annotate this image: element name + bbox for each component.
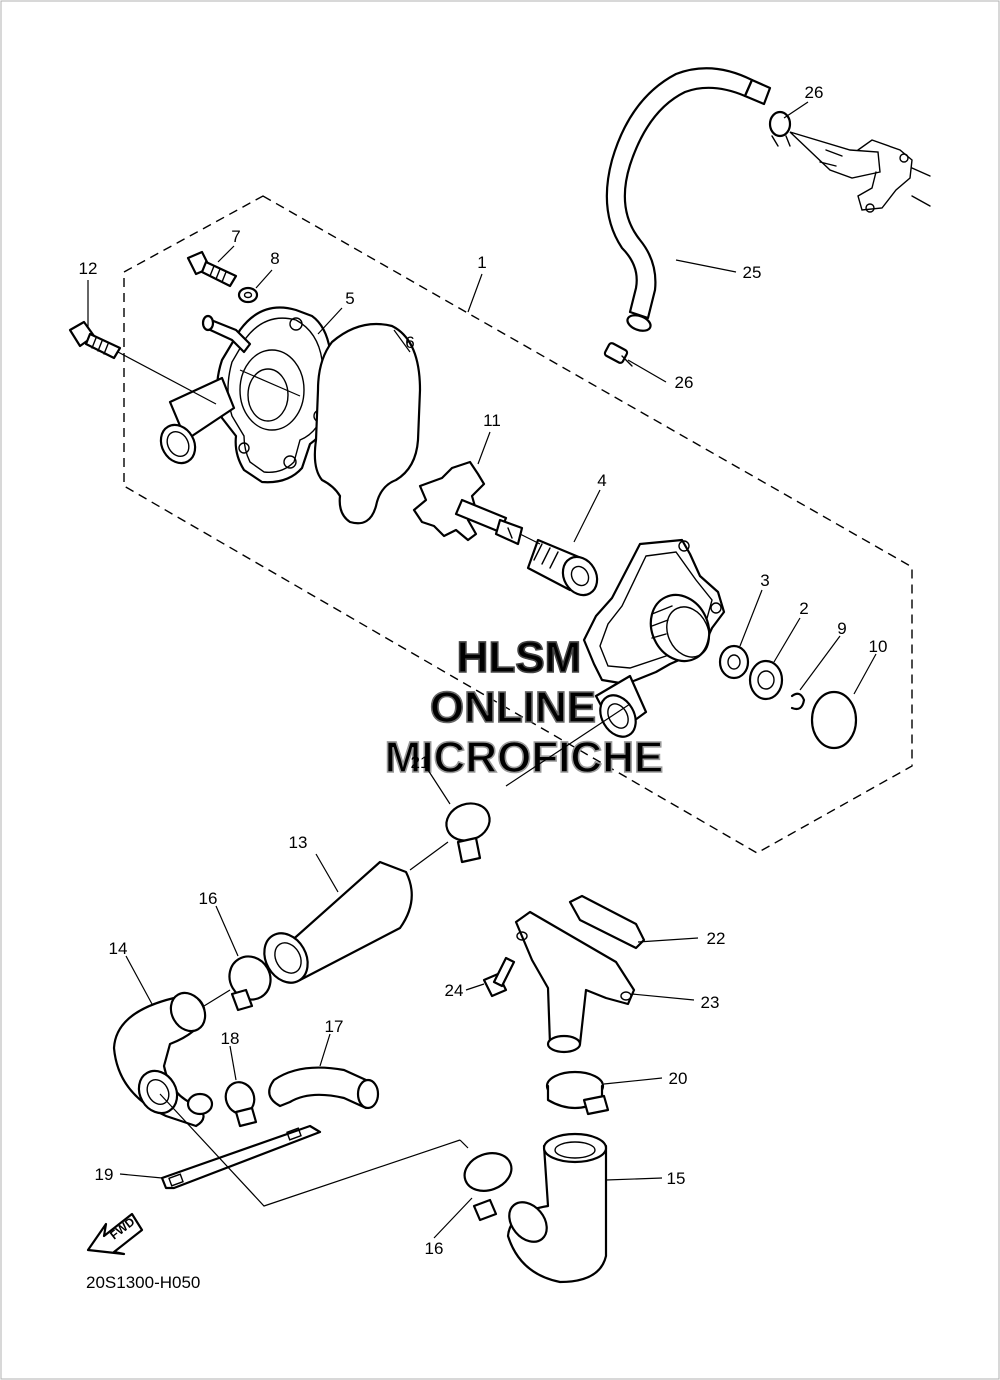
callout-6: 6 [405, 333, 414, 352]
callout-20: 20 [669, 1069, 688, 1088]
washer-8 [237, 286, 259, 304]
fwd-arrow-icon: FWD [86, 1212, 144, 1256]
bolt-7 [186, 250, 238, 288]
clip-18 [224, 1081, 258, 1128]
callout-19: 19 [95, 1165, 114, 1184]
callout-21: 21 [411, 753, 430, 772]
oil-seal-2 [748, 659, 784, 701]
callout-11: 11 [483, 411, 501, 430]
bearing-3 [718, 644, 750, 680]
callout-16-lower: 16 [425, 1239, 444, 1258]
callout-1: 1 [477, 253, 486, 272]
callout-25: 25 [743, 263, 762, 282]
callout-18: 18 [221, 1029, 240, 1048]
hose-13 [263, 860, 413, 984]
callout-15: 15 [667, 1169, 686, 1188]
o-ring-10 [810, 690, 858, 750]
callout-4: 4 [597, 471, 606, 490]
pump-housing [582, 538, 726, 738]
callout-26-upper: 26 [805, 83, 824, 102]
bracket-19 [160, 1124, 322, 1190]
watermark-line-2: ONLINE [430, 683, 596, 732]
bolt-24 [482, 956, 516, 998]
impeller-11 [412, 460, 524, 546]
diagram-code: 20S1300-H050 [86, 1273, 200, 1292]
callouts: 1 2 3 4 5 6 7 8 9 10 11 12 13 14 15 16 1… [79, 83, 888, 1258]
pipe-25 [605, 67, 772, 332]
clamp-20 [545, 1070, 610, 1116]
callout-16-upper: 16 [199, 889, 218, 908]
clip-26-upper [768, 110, 792, 147]
hose-17 [268, 1066, 380, 1110]
callout-7: 7 [231, 227, 240, 246]
circlip-9 [790, 692, 806, 711]
pump-cover-5 [159, 306, 336, 484]
callout-9: 9 [837, 619, 846, 638]
callout-24: 24 [445, 981, 464, 1000]
hose-15 [506, 1132, 608, 1284]
clip-26-lower [603, 342, 633, 367]
clamp-16-lower [463, 1152, 513, 1222]
clamp-21 [445, 802, 491, 864]
mechanical-seal-4 [526, 538, 599, 597]
bolt-12 [68, 320, 122, 360]
thermostat-cover-23 [514, 910, 636, 1054]
gasket-22 [568, 894, 646, 950]
callout-5: 5 [345, 289, 354, 308]
callout-14: 14 [109, 939, 128, 958]
callout-13: 13 [289, 833, 308, 852]
callout-17: 17 [325, 1017, 344, 1036]
callout-3: 3 [760, 571, 769, 590]
callout-12: 12 [79, 259, 98, 278]
clamp-16-upper [228, 955, 272, 1012]
engine-fitting [789, 131, 931, 213]
callout-2: 2 [799, 599, 808, 618]
gasket-6 [313, 322, 422, 525]
callout-26-lower: 26 [675, 373, 694, 392]
watermark-line-1: HLSM [457, 633, 582, 682]
leader-lines [87, 101, 877, 1239]
callout-10: 10 [869, 637, 888, 656]
callout-8: 8 [270, 249, 279, 268]
hose-14 [112, 991, 214, 1128]
callout-23: 23 [701, 993, 720, 1012]
callout-22: 22 [707, 929, 726, 948]
